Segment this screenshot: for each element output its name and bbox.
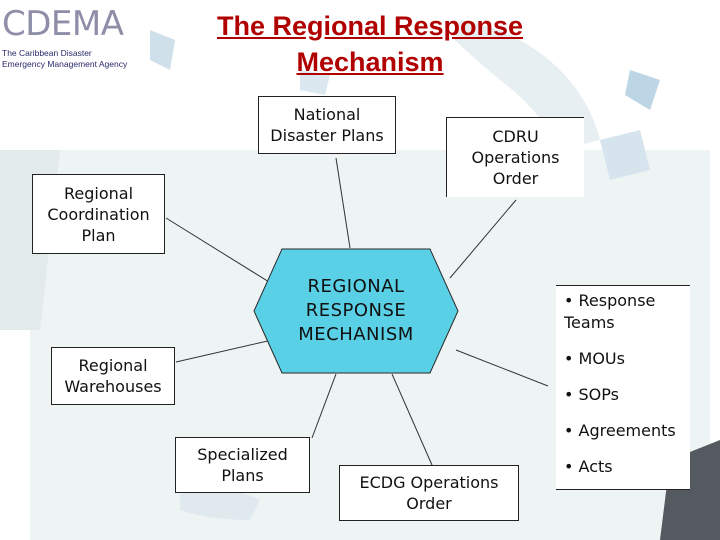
hexagon-line2: RESPONSE: [305, 300, 407, 321]
node-line: ECDG Operations: [359, 473, 499, 492]
node-line: Plan: [81, 225, 116, 245]
list-item: • SOPs: [564, 385, 619, 404]
node-line: Specialized: [197, 445, 288, 464]
connector-coordination: [165, 217, 283, 291]
node-line: Regional: [63, 183, 134, 203]
connector-national: [335, 157, 351, 249]
node-regional-coordination-plan: Regional Coordination Plan: [32, 174, 165, 254]
node-line: National: [293, 105, 361, 124]
node-line: Regional: [78, 356, 148, 375]
central-hexagon: REGIONAL RESPONSE MECHANISM: [252, 247, 460, 375]
connector-ecdg: [391, 373, 433, 466]
node-regional-warehouses: Regional Warehouses: [51, 347, 175, 405]
title-line1: The Regional Response: [216, 11, 524, 41]
logo-wordmark: CDEMA: [2, 4, 124, 44]
node-line: Coordination: [47, 204, 150, 224]
list-item: • Acts: [564, 457, 613, 476]
node-specialized-plans: Specialized Plans: [175, 437, 310, 493]
connector-instruments: [455, 349, 549, 387]
map-island-2: [625, 70, 660, 110]
list-item: • Response Teams: [564, 291, 656, 332]
map-island-3: [600, 130, 650, 180]
title-line2: Mechanism: [296, 47, 444, 77]
node-line: Operations: [471, 148, 560, 167]
connector-specialized: [311, 373, 337, 439]
node-line: Order: [492, 169, 539, 188]
logo-subtitle-line1: The Caribbean Disaster: [2, 48, 92, 58]
page-title: The Regional Response Mechanism: [180, 8, 560, 80]
node-line: Order: [406, 494, 452, 513]
node-ecdg-operations-order: ECDG Operations Order: [339, 465, 519, 521]
cdema-logo: CDEMA The Caribbean Disaster Emergency M…: [0, 6, 150, 76]
map-island-5: [300, 70, 330, 95]
logo-subtitle-line2: Emergency Management Agency: [2, 59, 128, 69]
map-island-6: [180, 486, 260, 520]
node-line: Disaster Plans: [270, 126, 384, 145]
node-line: Warehouses: [64, 377, 162, 396]
connector-cdru: [449, 199, 517, 279]
node-line: Plans: [221, 466, 264, 485]
node-line: CDRU: [492, 127, 539, 146]
hexagon-line3: MECHANISM: [298, 324, 414, 345]
hexagon-label: REGIONAL RESPONSE MECHANISM: [252, 247, 460, 375]
node-cdru-operations-order: CDRU Operations Order: [446, 117, 584, 197]
connector-warehouses: [175, 339, 273, 363]
hexagon-line1: REGIONAL: [307, 276, 405, 297]
list-item: • MOUs: [564, 349, 625, 368]
instruments-list: • Response Teams • MOUs • SOPs • Agreeme…: [556, 285, 690, 490]
list-item: • Agreements: [564, 421, 676, 440]
hexagon-shape: [253, 248, 459, 374]
node-national-disaster-plans: National Disaster Plans: [258, 96, 396, 154]
map-island-1: [150, 30, 175, 70]
